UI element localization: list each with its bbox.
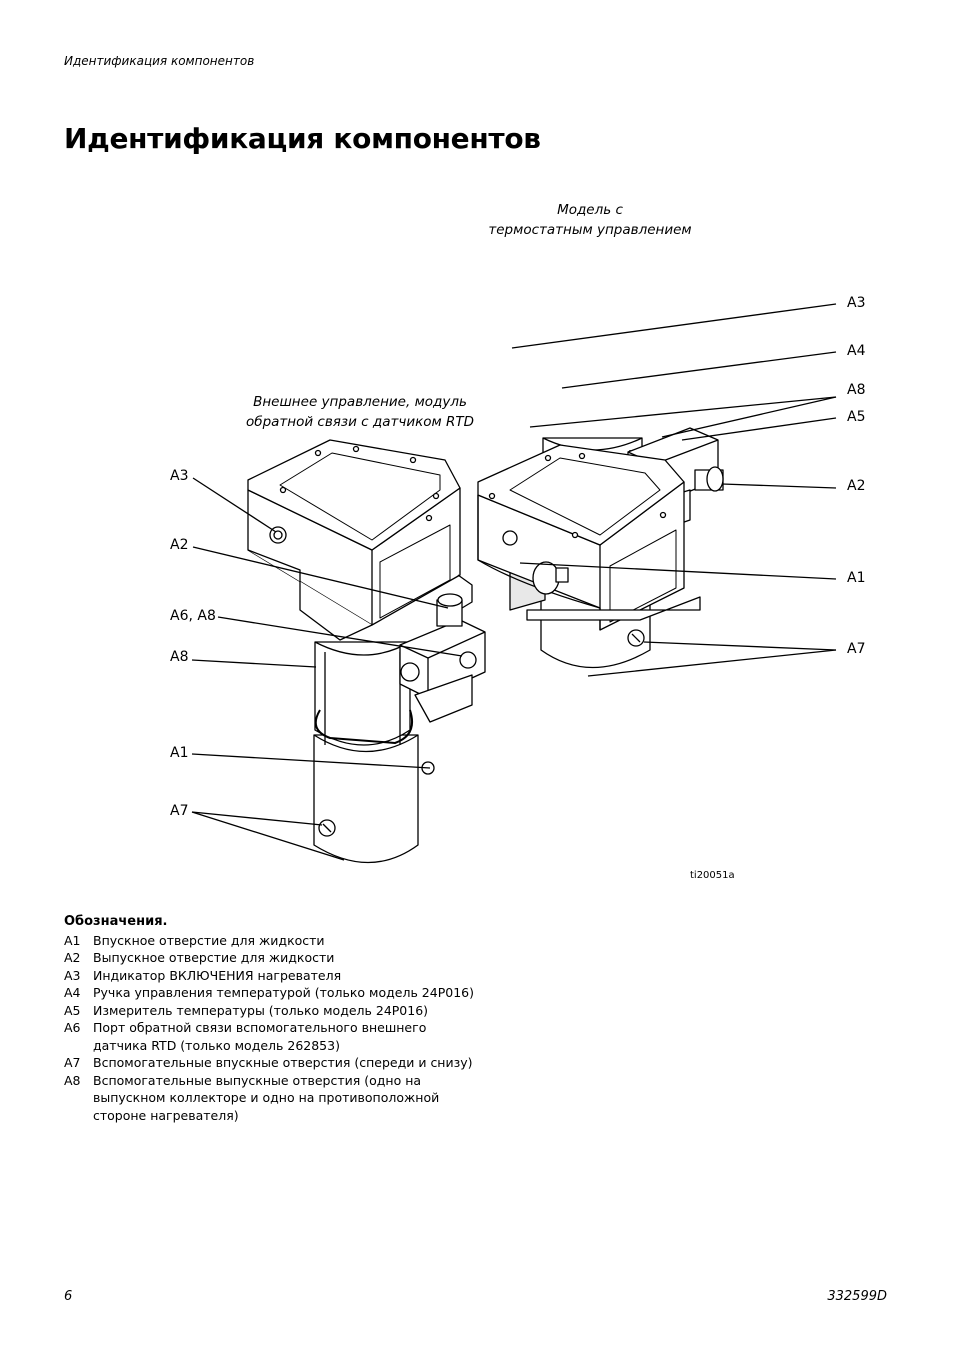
caption-line: Внешнее управление, модуль — [253, 394, 467, 410]
right-heater-drawing — [477, 427, 724, 669]
document-number: 332599D — [827, 1289, 887, 1304]
legend: Обозначения. A1 Впускное отверстие для жи… — [64, 913, 484, 1124]
legend-text: Вспомогательные впускные отверстия (спер… — [93, 1055, 473, 1070]
legend-code: A2 — [64, 950, 81, 965]
component-figure: Модель с термостатным управлением Внешне… — [0, 190, 955, 890]
legend-text: Выпускное отверстие для жидкости — [93, 950, 335, 965]
page-number: 6 — [64, 1289, 73, 1304]
legend-item: A5 Измеритель температуры (только модель … — [64, 1002, 484, 1020]
callout-right-a1: A1 — [847, 570, 866, 586]
callout-right-a8: A8 — [847, 382, 866, 398]
callout-right-a7: A7 — [847, 641, 866, 657]
running-header: Идентификация компонентов — [64, 54, 255, 68]
legend-item: A1 Впускное отверстие для жидкости — [64, 932, 484, 950]
figure-code: ti20051a — [690, 870, 735, 881]
legend-code: A8 — [64, 1072, 81, 1088]
caption-external-control-model: Внешнее управление, модуль обратной связ… — [230, 392, 490, 432]
callout-left-a2: A2 — [170, 537, 189, 553]
callout-left-a8: A8 — [170, 649, 189, 665]
legend-text: Измеритель температуры (только модель 24… — [93, 1002, 429, 1018]
legend-item: A7 Вспомогательные впускные отверстия (сп… — [64, 1054, 484, 1072]
legend-text: Ручка управления температурой (только мо… — [93, 985, 474, 1000]
legend-item: A6 Порт обратной связи вспомогательного в… — [64, 1019, 484, 1054]
caption-line: обратной связи с датчиком RTD — [245, 414, 475, 430]
legend-item: A3 Индикатор ВКЛЮЧЕНИЯ нагревателя — [64, 967, 484, 985]
callout-right-a3: A3 — [847, 295, 866, 311]
legend-code: A3 — [64, 967, 81, 983]
callout-left-a3: A3 — [170, 468, 189, 484]
caption-thermostat-model: Модель с термостатным управлением — [470, 200, 710, 240]
legend-code: A1 — [64, 932, 81, 948]
legend-item: A2 Выпускное отверстие для жидкости — [64, 949, 484, 967]
caption-line: термостатным управлением — [488, 222, 692, 238]
legend-text: Впускное отверстие для жидкости — [93, 932, 325, 948]
legend-item: A8 Вспомогательные выпускные отверстия (о… — [64, 1072, 484, 1125]
legend-code: A4 — [64, 985, 81, 1000]
callout-right-a4: A4 — [847, 343, 866, 359]
legend-text: Вспомогательные выпускные отверстия (одн… — [93, 1072, 440, 1123]
left-heater-drawing — [247, 439, 486, 864]
legend-code: A5 — [64, 1002, 81, 1018]
leader-lines — [191, 303, 837, 861]
page-title: Идентификация компонентов — [64, 122, 541, 155]
heater-illustration — [191, 303, 837, 864]
callout-left-a6-a8: A6, A8 — [170, 608, 216, 624]
callout-left-a1: A1 — [170, 745, 189, 761]
callout-right-a2: A2 — [847, 478, 866, 494]
callout-right-a5: A5 — [847, 409, 866, 425]
callout-left-a7: A7 — [170, 803, 189, 819]
legend-text: Индикатор ВКЛЮЧЕНИЯ нагревателя — [93, 967, 342, 983]
legend-item: A4 Ручка управления температурой (только … — [64, 984, 484, 1002]
legend-title: Обозначения. — [64, 914, 168, 929]
caption-line: Модель с — [557, 202, 623, 218]
legend-code: A7 — [64, 1055, 81, 1070]
legend-code: A6 — [64, 1020, 81, 1035]
legend-text: Порт обратной связи вспомогательного вне… — [93, 1020, 427, 1053]
